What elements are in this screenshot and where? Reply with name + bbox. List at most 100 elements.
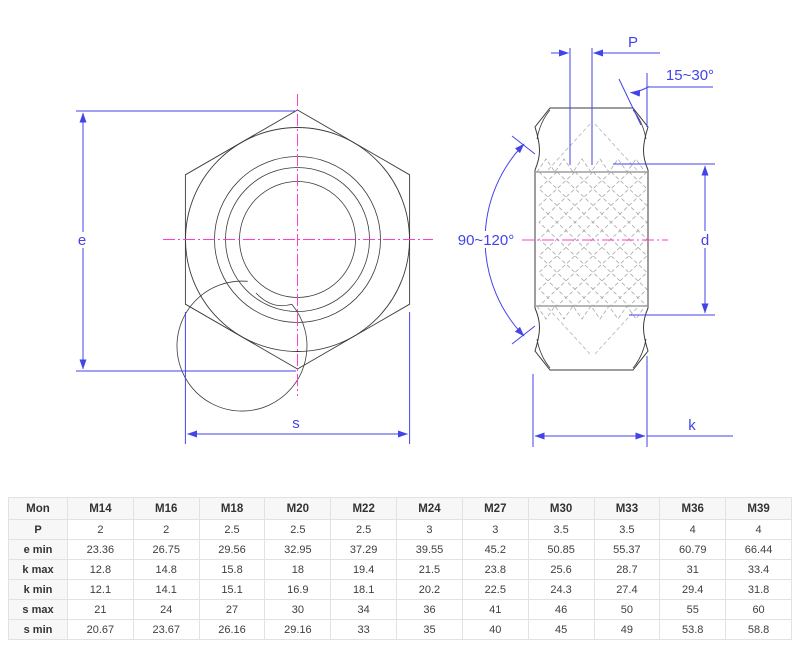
- thread-helix-line: [539, 172, 557, 306]
- row-label: s min: [9, 620, 68, 640]
- column-header: M36: [660, 498, 726, 520]
- chamfer-arc-top-left: [537, 110, 550, 139]
- thread-helix-line: [575, 172, 593, 306]
- table-cell: 3.5: [528, 520, 594, 540]
- table-cell: 20.2: [397, 580, 463, 600]
- table-cell: 55.37: [594, 540, 660, 560]
- table-cell: 30: [265, 600, 331, 620]
- table-cell: 2: [133, 520, 199, 540]
- table-cell: 20.67: [68, 620, 134, 640]
- thread-helix-line: [593, 172, 611, 306]
- thread-helix-line: [611, 172, 629, 306]
- spec-table-body: MonM14M16M18M20M22M24M27M30M33M36M39P222…: [9, 498, 792, 640]
- countersink-angle-label: 90~120°: [458, 232, 514, 249]
- table-cell: 31.8: [726, 580, 792, 600]
- row-label: k min: [9, 580, 68, 600]
- table-cell: 2: [68, 520, 134, 540]
- table-cell: 14.8: [133, 560, 199, 580]
- cone-line: [548, 124, 590, 170]
- row-label: k max: [9, 560, 68, 580]
- cone-line: [595, 124, 637, 170]
- table-cell: 66.44: [726, 540, 792, 560]
- table-cell: 2.5: [265, 520, 331, 540]
- table-cell: 39.55: [397, 540, 463, 560]
- table-cell: 14.1: [133, 580, 199, 600]
- column-header: Mon: [9, 498, 68, 520]
- thread-helix-line: [539, 172, 557, 306]
- thread-helix-line: [557, 172, 575, 306]
- column-header: M16: [133, 498, 199, 520]
- front-centerlines: [163, 94, 433, 396]
- column-header: M22: [331, 498, 397, 520]
- table-row: k max12.814.815.81819.421.523.825.628.73…: [9, 560, 792, 580]
- k-dimension-label: k: [688, 417, 696, 434]
- table-cell: 37.29: [331, 540, 397, 560]
- thread-helix-line: [537, 306, 645, 319]
- column-header: M27: [462, 498, 528, 520]
- table-cell: 29.4: [660, 580, 726, 600]
- table-cell: 27: [199, 600, 265, 620]
- table-cell: 45: [528, 620, 594, 640]
- p-dimension-label: P: [628, 34, 638, 51]
- table-cell: 26.75: [133, 540, 199, 560]
- column-header: M20: [265, 498, 331, 520]
- table-cell: 58.8: [726, 620, 792, 640]
- spec-table: MonM14M16M18M20M22M24M27M30M33M36M39P222…: [8, 497, 792, 640]
- table-cell: 21: [68, 600, 134, 620]
- table-cell: 15.8: [199, 560, 265, 580]
- chamfer-angle-label: 15~30°: [666, 67, 714, 84]
- table-cell: 12.1: [68, 580, 134, 600]
- spec-table-section: MonM14M16M18M20M22M24M27M30M33M36M39P222…: [8, 497, 792, 640]
- thread-helix-line: [593, 172, 611, 306]
- table-cell: 3: [462, 520, 528, 540]
- table-cell: 15.1: [199, 580, 265, 600]
- thread-texture: [537, 159, 647, 319]
- table-cell: 34: [331, 600, 397, 620]
- column-header: M24: [397, 498, 463, 520]
- table-cell: 27.4: [594, 580, 660, 600]
- table-cell: 2.5: [199, 520, 265, 540]
- d-dimension-label: d: [701, 232, 709, 249]
- table-header-row: MonM14M16M18M20M22M24M27M30M33M36M39: [9, 498, 792, 520]
- front-view: [177, 110, 410, 411]
- table-cell: 41: [462, 600, 528, 620]
- table-cell: 3: [397, 520, 463, 540]
- table-cell: 25.6: [528, 560, 594, 580]
- column-header: M14: [68, 498, 134, 520]
- table-cell: 22.5: [462, 580, 528, 600]
- table-row: k min12.114.115.116.918.120.222.524.327.…: [9, 580, 792, 600]
- table-cell: 23.8: [462, 560, 528, 580]
- table-cell: 4: [660, 520, 726, 540]
- thread-helix-line: [629, 172, 647, 306]
- table-cell: 18: [265, 560, 331, 580]
- table-cell: 36: [397, 600, 463, 620]
- table-cell: 4: [726, 520, 792, 540]
- table-cell: 50: [594, 600, 660, 620]
- thread-arc: [177, 281, 307, 411]
- row-label: e min: [9, 540, 68, 560]
- row-label: P: [9, 520, 68, 540]
- row-label: s max: [9, 600, 68, 620]
- table-cell: 33: [331, 620, 397, 640]
- table-cell: 33.4: [726, 560, 792, 580]
- table-cell: 45.2: [462, 540, 528, 560]
- table-cell: 28.7: [594, 560, 660, 580]
- hex-nut-engineering-drawing: e s P 15~30°: [0, 0, 800, 492]
- table-cell: 24: [133, 600, 199, 620]
- table-cell: 21.5: [397, 560, 463, 580]
- table-row: s min20.6723.6726.1629.16333540454953.85…: [9, 620, 792, 640]
- column-header: M30: [528, 498, 594, 520]
- table-cell: 35: [397, 620, 463, 640]
- table-cell: 26.16: [199, 620, 265, 640]
- table-cell: 29.16: [265, 620, 331, 640]
- e-dimension: [76, 111, 296, 371]
- angle-tick-top: [512, 136, 535, 154]
- table-cell: 12.8: [68, 560, 134, 580]
- angle-tick-bottom: [512, 326, 535, 344]
- cone-line: [548, 308, 590, 354]
- table-cell: 32.95: [265, 540, 331, 560]
- thread-helix-line: [611, 172, 629, 306]
- table-cell: 2.5: [331, 520, 397, 540]
- table-row: s max2124273034364146505560: [9, 600, 792, 620]
